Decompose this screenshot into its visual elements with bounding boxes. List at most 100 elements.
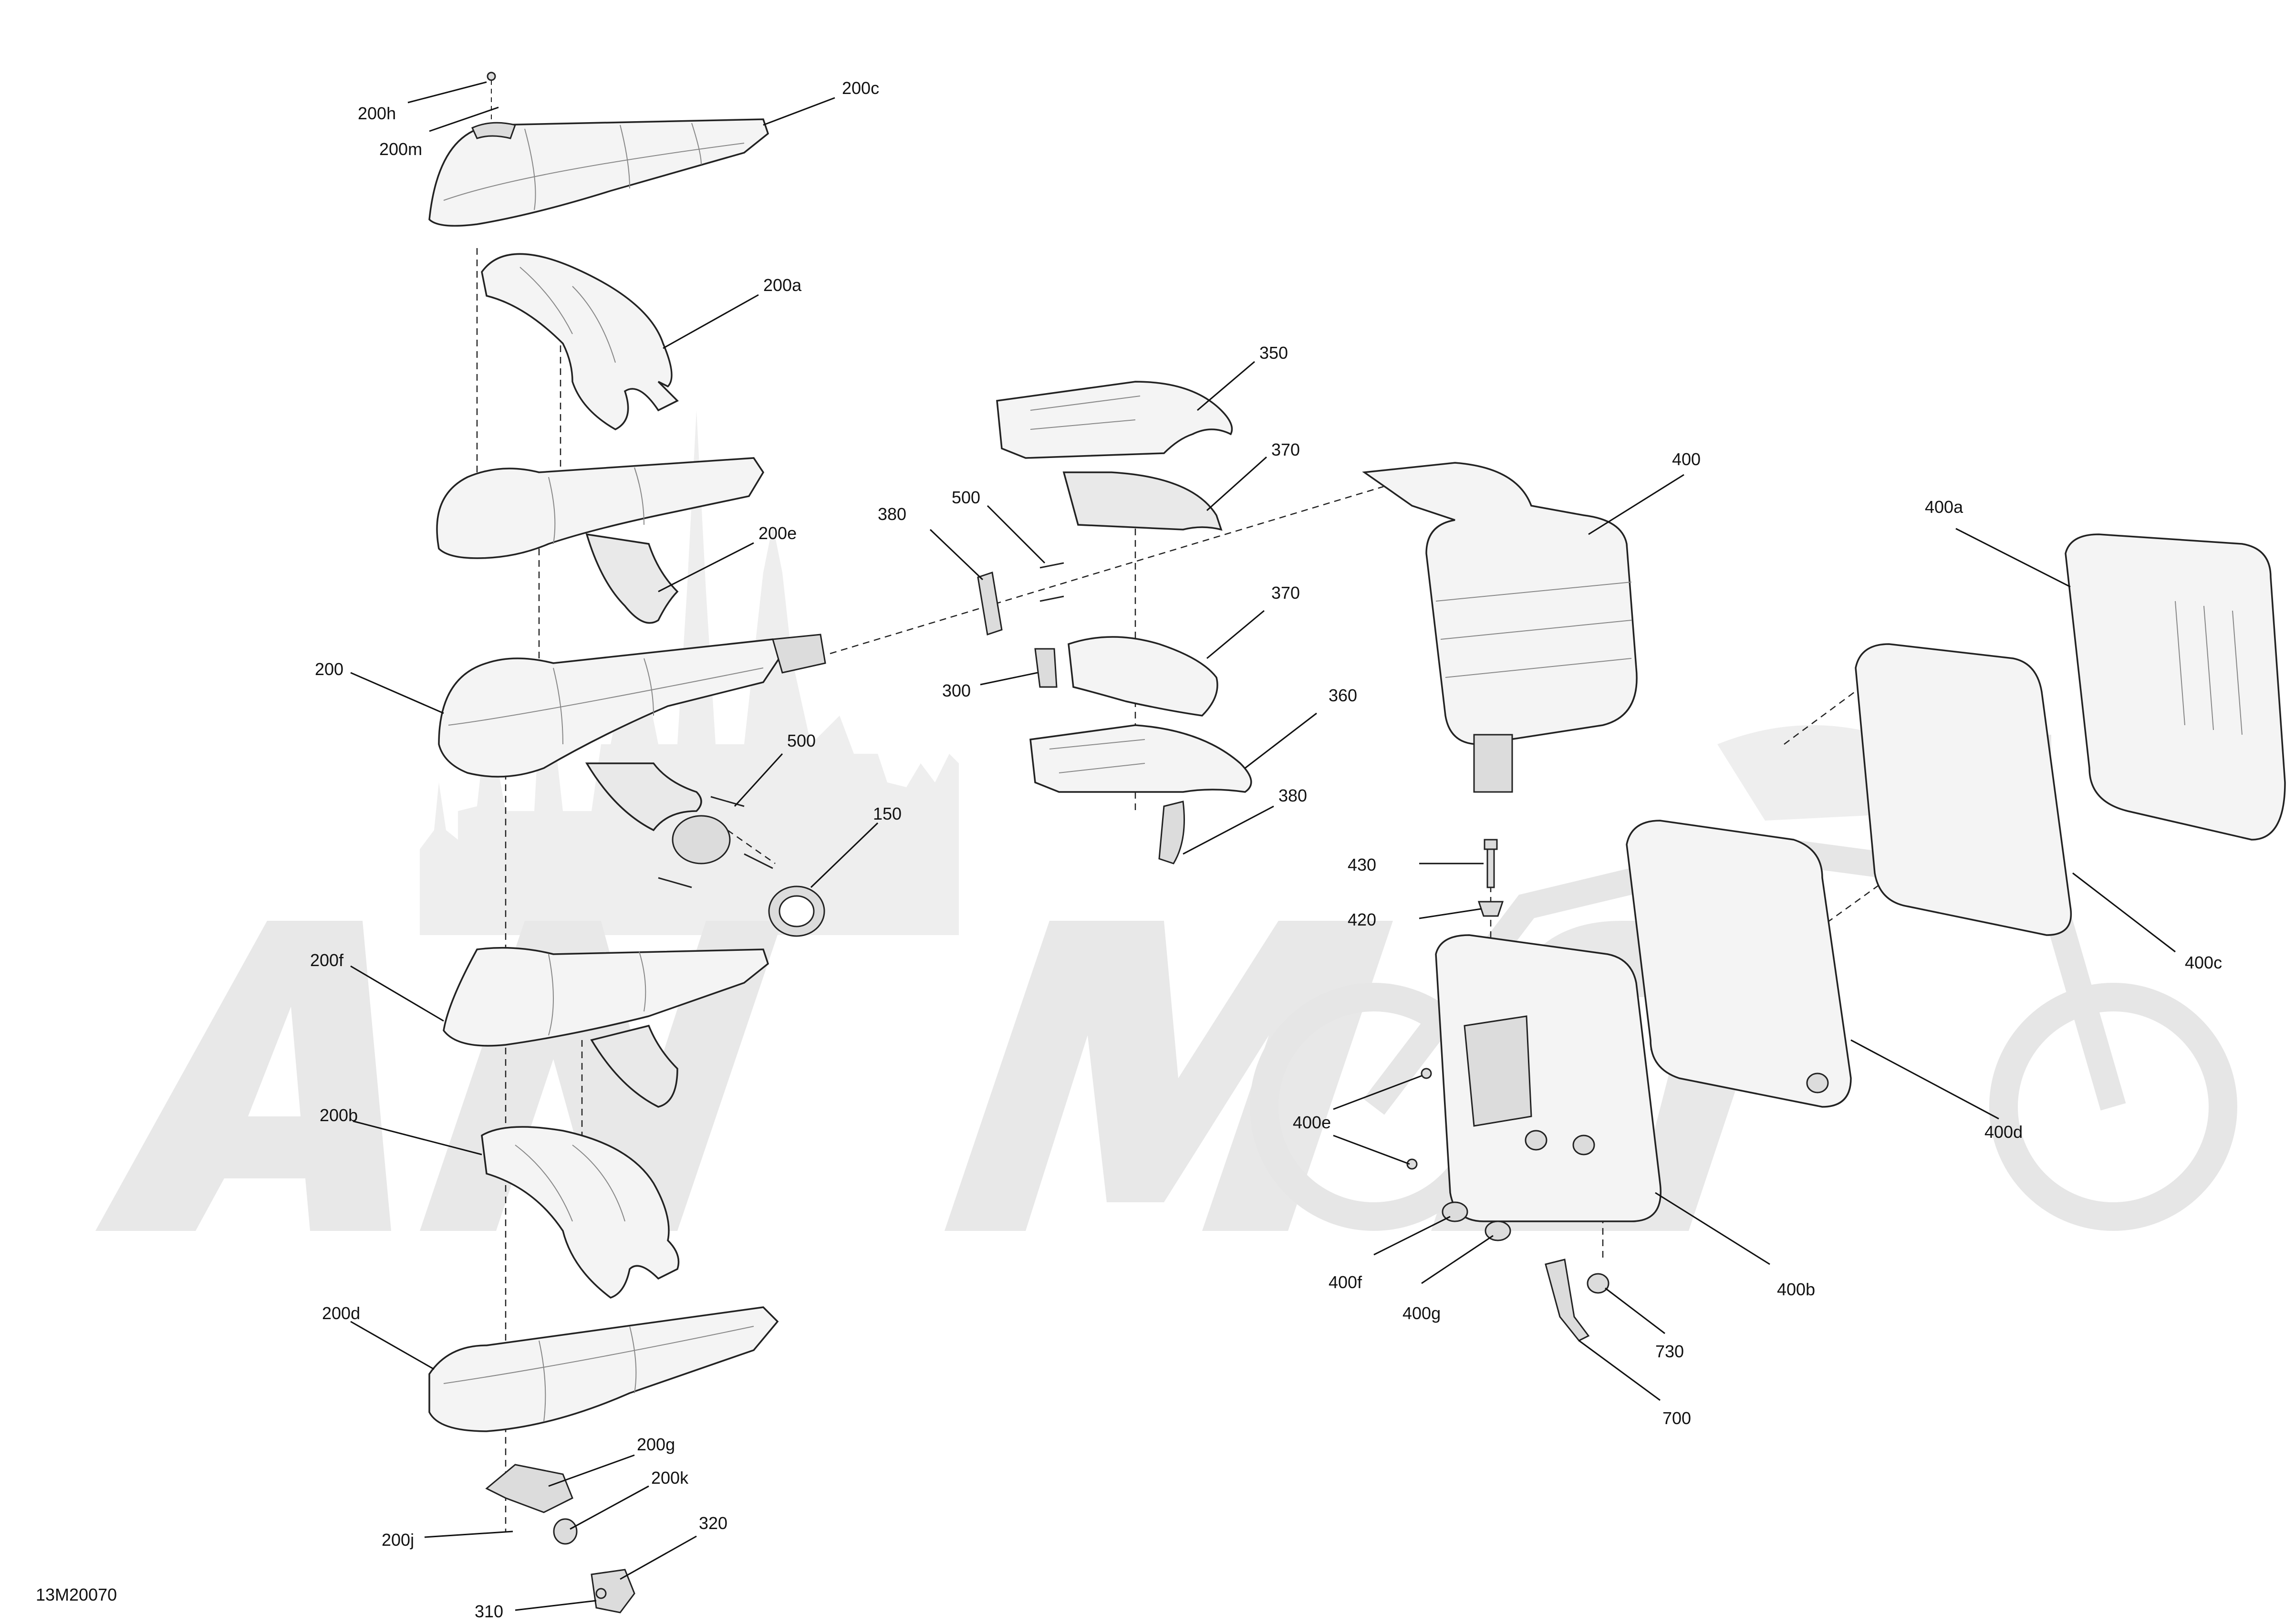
callout-150: 150	[873, 804, 902, 823]
callout-400f: 400f	[1329, 1272, 1362, 1292]
part-200c-top-cover	[428, 118, 769, 227]
leader-380a	[929, 529, 984, 581]
callout-370b: 370	[1271, 583, 1300, 603]
leader-380b	[1183, 805, 1274, 855]
leader-360	[1245, 712, 1317, 769]
leader-200c	[763, 97, 835, 126]
callout-730: 730	[1655, 1342, 1684, 1361]
callout-200k: 200k	[651, 1468, 689, 1488]
callout-200g: 200g	[637, 1435, 675, 1454]
callout-320: 320	[699, 1513, 727, 1533]
leader-200d	[350, 1321, 435, 1370]
leader-700	[1578, 1340, 1661, 1401]
leader-200	[350, 672, 444, 714]
leader-lines	[350, 81, 2176, 1611]
leader-400g	[1421, 1235, 1494, 1284]
leader-400e-1	[1333, 1075, 1422, 1110]
part-200e-cover	[436, 457, 765, 624]
callout-420: 420	[1348, 910, 1376, 929]
callout-400c: 400c	[2185, 953, 2222, 972]
leader-400e-2	[1333, 1135, 1410, 1165]
assembly-line	[830, 486, 1384, 655]
callout-310: 310	[475, 1602, 503, 1621]
callout-200c: 200c	[842, 78, 879, 98]
leader-200j	[424, 1530, 513, 1538]
callout-labels: 200h 200m 200c 200a 200e 200 500 150 200…	[310, 78, 2222, 1621]
part-700-sensor	[1545, 1259, 1590, 1342]
callout-350: 350	[1259, 343, 1288, 363]
leader-320	[620, 1535, 697, 1580]
leader-370b	[1206, 610, 1265, 659]
part-420-nut	[1477, 901, 1504, 917]
callout-200h: 200h	[358, 104, 396, 123]
callout-700: 700	[1662, 1408, 1691, 1428]
part-500-springs-left	[658, 796, 773, 888]
part-200k-grommet	[553, 1518, 578, 1545]
callout-200: 200	[315, 659, 343, 679]
part-730-grommet	[1587, 1273, 1610, 1294]
leader-200h	[407, 81, 487, 104]
callout-400a: 400a	[1925, 497, 1963, 517]
callout-200b: 200b	[320, 1105, 358, 1125]
callout-380b: 380	[1278, 786, 1307, 805]
part-430-bolt	[1484, 839, 1498, 888]
part-200b-heat-shield	[481, 1126, 680, 1299]
part-370-pipe	[1068, 636, 1218, 717]
leader-730	[1605, 1287, 1665, 1334]
leader-310	[515, 1600, 597, 1611]
leader-500b	[987, 505, 1046, 564]
part-370-heat-shield-upper	[1062, 471, 1223, 531]
leader-200g	[548, 1454, 635, 1487]
leader-500a	[734, 753, 783, 807]
part-350-heat-shield	[996, 381, 1233, 459]
callout-400d: 400d	[1984, 1122, 2023, 1142]
callout-200j: 200j	[382, 1530, 414, 1550]
leader-200a	[663, 294, 759, 349]
part-500-springs-middle	[1039, 562, 1064, 602]
part-400b-silencer-body	[1435, 934, 1662, 1222]
callout-200e: 200e	[758, 523, 797, 543]
leader-150	[810, 822, 879, 888]
part-380-clamp-lower	[1158, 801, 1185, 864]
callout-200m: 200m	[379, 139, 422, 159]
leader-400f	[1373, 1216, 1451, 1256]
leader-400c	[2072, 872, 2176, 953]
part-150-gasket	[768, 885, 825, 937]
part-200d-bottom-cover	[428, 1306, 779, 1432]
callout-400b: 400b	[1777, 1280, 1815, 1299]
callout-200a: 200a	[763, 275, 802, 295]
callout-370a: 370	[1271, 440, 1300, 459]
assembly-line	[727, 829, 776, 864]
part-360-pipe	[1029, 724, 1252, 793]
callout-360: 360	[1329, 686, 1357, 705]
callout-400: 400	[1672, 449, 1701, 469]
callout-430: 430	[1348, 855, 1376, 874]
leader-300	[980, 672, 1038, 686]
callout-400g: 400g	[1402, 1303, 1441, 1323]
part-200f-lower-cover	[443, 947, 769, 1108]
callout-200f: 200f	[310, 950, 344, 970]
part-200g-bracket	[485, 1464, 573, 1513]
leader-200b	[353, 1120, 482, 1156]
part-200h-screw	[487, 72, 496, 119]
callout-500a: 500	[787, 731, 816, 750]
part-200-muffler	[438, 634, 826, 864]
part-400c-cover	[1855, 643, 2072, 936]
leader-400d	[1850, 1039, 1999, 1120]
leader-200m	[429, 106, 499, 132]
leader-200k	[570, 1485, 649, 1530]
assembly-line	[1784, 648, 1913, 745]
part-400-silencer	[1362, 462, 1638, 793]
callout-500b: 500	[952, 488, 980, 507]
part-400d-cover	[1626, 820, 1852, 1108]
part-400e-screws	[1406, 1068, 1432, 1170]
leader-370a	[1206, 456, 1267, 511]
part-400a-cover	[2065, 533, 2286, 841]
drawing-number: 13M20070	[36, 1585, 117, 1604]
part-400g-grommet	[1485, 1220, 1511, 1241]
leader-420	[1419, 908, 1482, 919]
callout-380a: 380	[878, 504, 906, 524]
part-200a-heat-shield	[481, 253, 679, 430]
leader-400a	[1955, 528, 2071, 588]
